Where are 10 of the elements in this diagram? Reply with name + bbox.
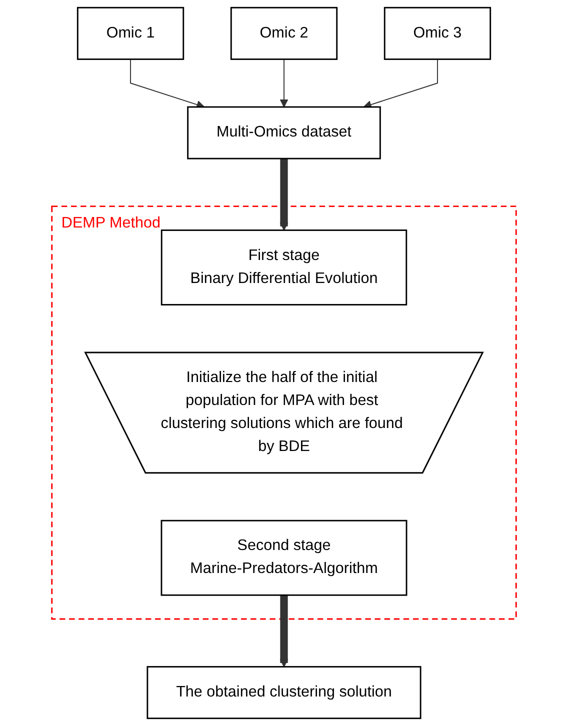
node-box: Omic 1 [76, 6, 184, 60]
arrow [280, 158, 288, 231]
node-box: Omic 2 [230, 6, 338, 60]
node-box: Second stage Marine-Predators-Algorithm [160, 520, 408, 596]
node-box: Omic 3 [384, 6, 492, 60]
arrow [280, 595, 288, 668]
node-box: Multi-Omics dataset [187, 106, 381, 160]
arrow [280, 58, 288, 108]
node-box: First stage Binary Differential Evolution [160, 230, 408, 306]
node-box: The obtained clustering solution [146, 666, 422, 720]
